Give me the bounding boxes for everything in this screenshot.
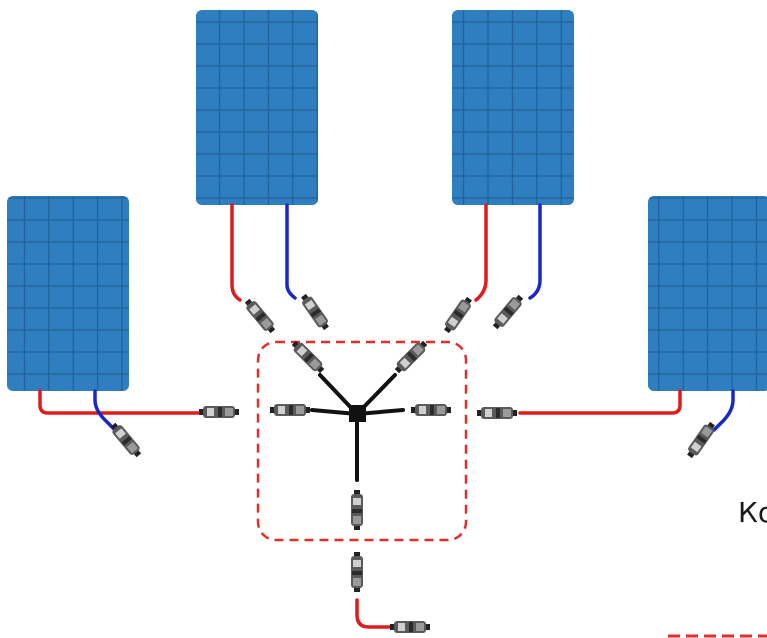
- branch-hub: [349, 405, 366, 422]
- clipped-label: Ко: [738, 496, 767, 529]
- solar-panel-top-left: [196, 10, 318, 205]
- solar-panel-top-right: [452, 10, 574, 205]
- solar-panel-left: [7, 196, 129, 391]
- connectors: [108, 292, 718, 633]
- wires: [38, 203, 735, 629]
- branch-trunks: [310, 373, 405, 482]
- solar-panel-right: [648, 196, 767, 391]
